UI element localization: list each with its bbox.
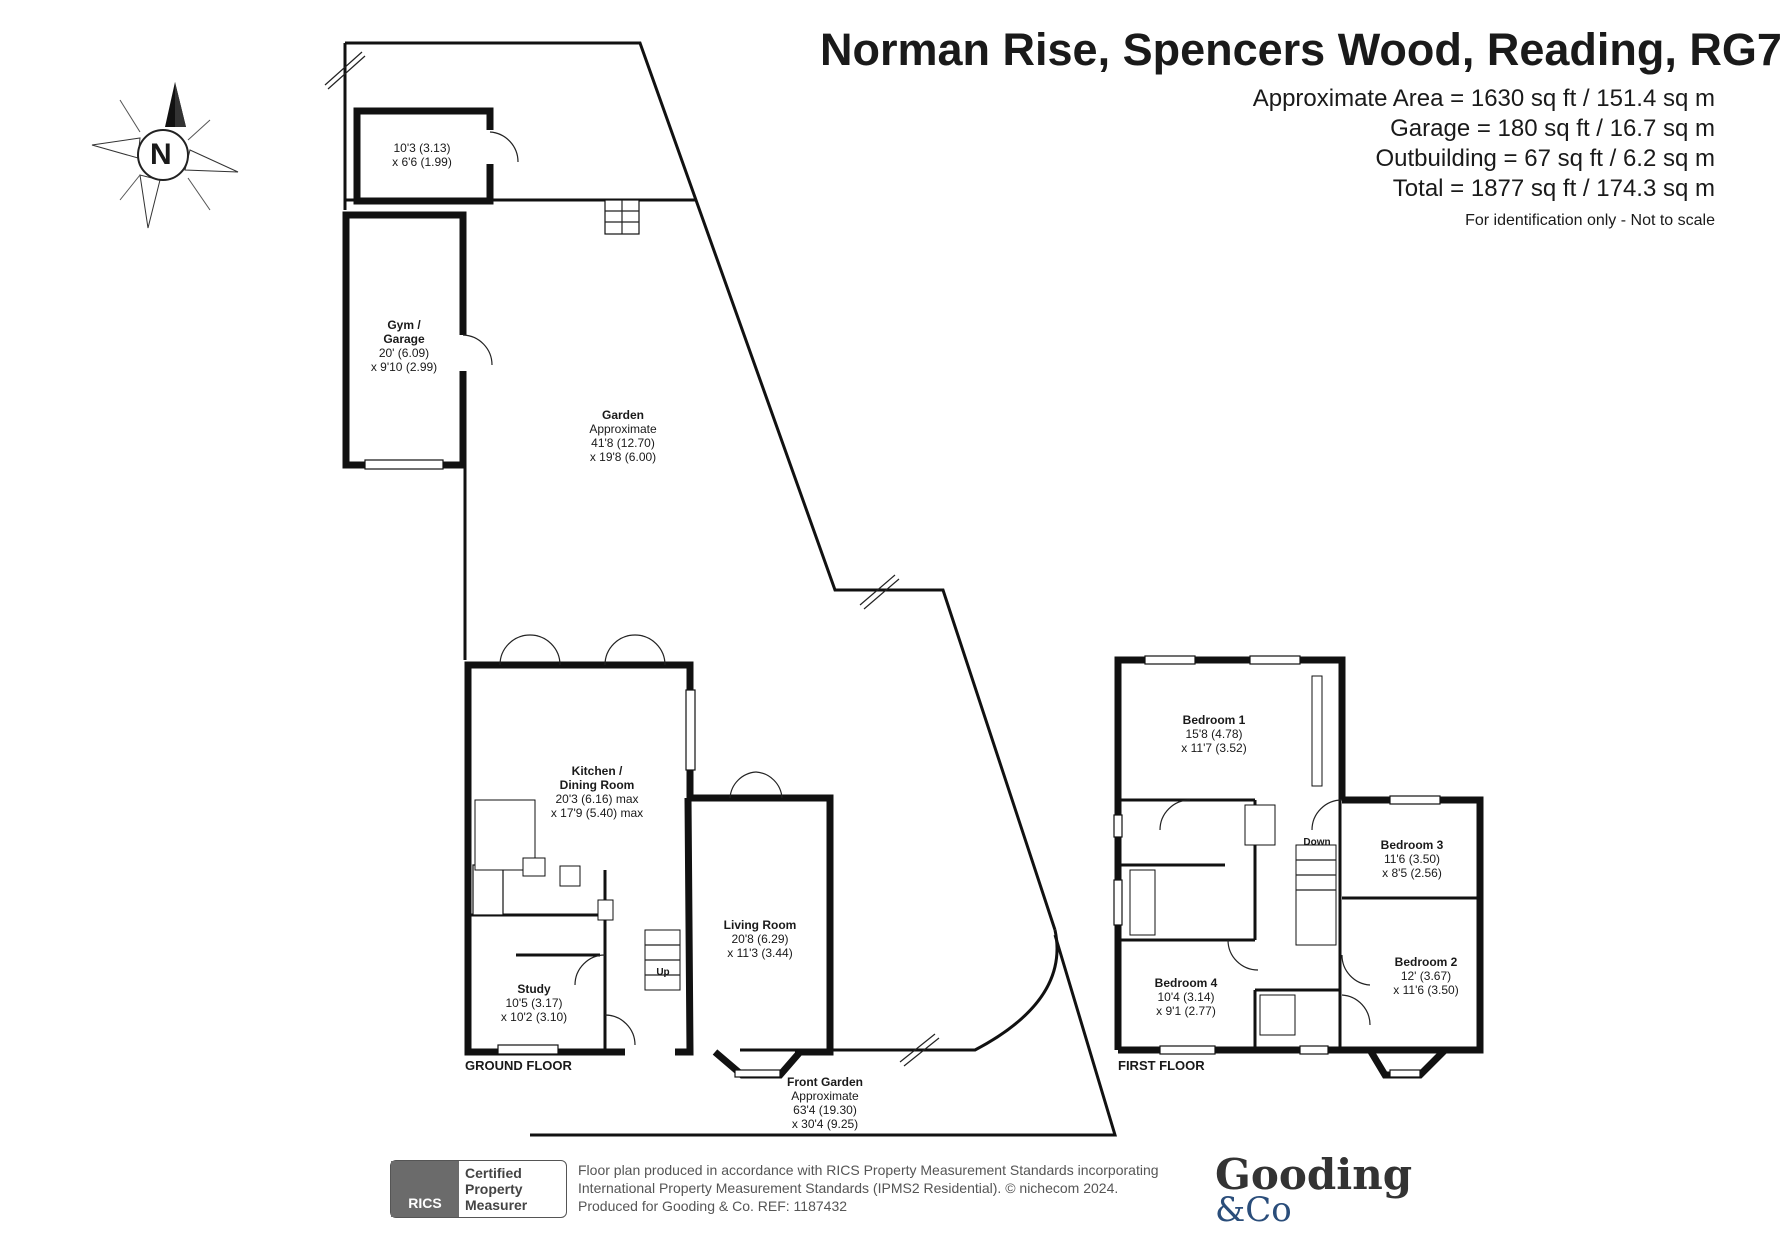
stairs-up-label: Up <box>656 967 670 978</box>
brand-logo-top: Gooding <box>1215 1150 1413 1199</box>
outbuilding-label: 10'3 (3.13)x 6'6 (1.99) <box>392 141 452 169</box>
outbuilding <box>353 107 519 205</box>
page-title: Norman Rise, Spencers Wood, Reading, RG7 <box>820 24 1782 75</box>
compass-rose-icon <box>91 82 239 229</box>
first-floor-plan <box>1113 655 1484 1079</box>
garage-area: Garage = 180 sq ft / 16.7 sq m <box>1390 115 1715 142</box>
garden-boundary <box>324 41 1118 1137</box>
compass-north-letter: N <box>150 138 172 171</box>
first-floor-caption: FIRST FLOOR <box>1118 1058 1205 1073</box>
approximate-area: Approximate Area = 1630 sq ft / 151.4 sq… <box>1252 85 1715 112</box>
outbuilding-area: Outbuilding = 67 sq ft / 6.2 sq m <box>1375 145 1715 172</box>
footnote: Floor plan produced in accordance with R… <box>578 1162 1159 1214</box>
rics-logo: RICS <box>391 1161 459 1217</box>
rics-badge: RICS Certified Property Measurer <box>390 1160 567 1218</box>
stairs-down-label: Down <box>1303 837 1331 848</box>
total-area: Total = 1877 sq ft / 174.3 sq m <box>1392 175 1715 202</box>
ground-floor-plan <box>464 634 834 1079</box>
disclaimer: For identification only - Not to scale <box>1465 212 1715 229</box>
ground-floor-caption: GROUND FLOOR <box>465 1058 572 1073</box>
gym-garage-label: Gym /Garage 20' (6.09)x 9'10 (2.99) <box>370 318 438 374</box>
gym-garage <box>342 211 493 470</box>
rics-certification: Certified Property Measurer <box>465 1165 528 1213</box>
brand-logo-bottom: &Co <box>1215 1190 1292 1230</box>
